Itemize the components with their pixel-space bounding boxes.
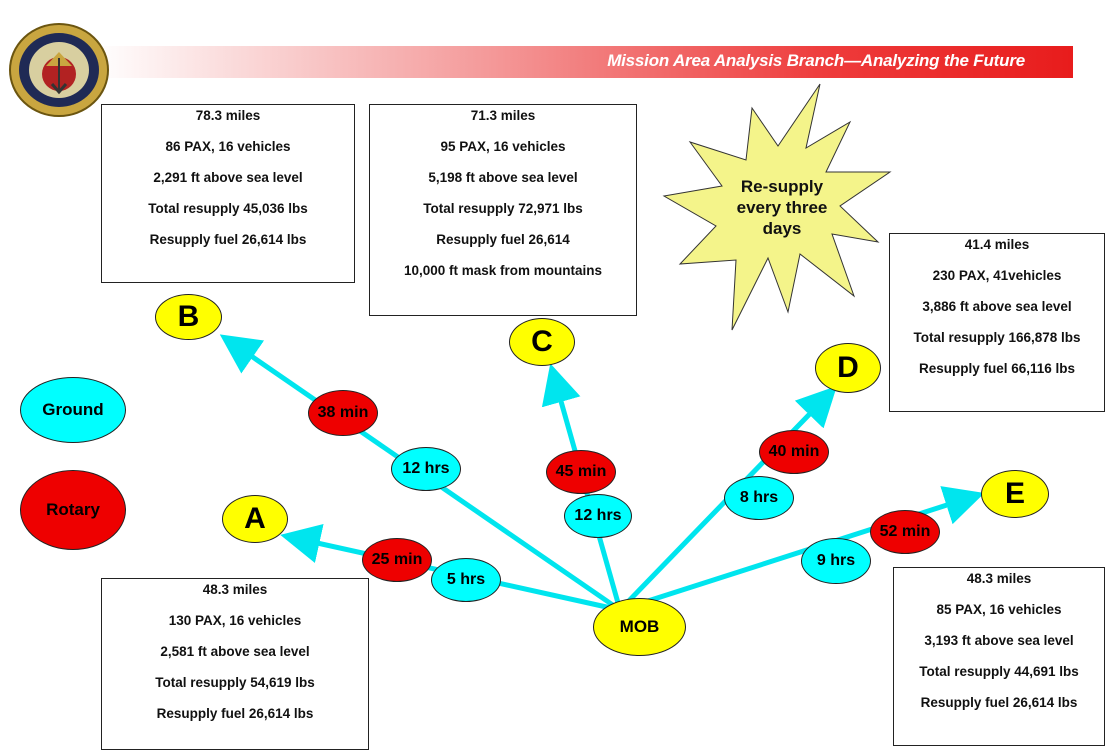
rotary-time-c: 45 min xyxy=(546,450,616,494)
rotary-time-a: 25 min xyxy=(362,538,432,582)
site-a-info-box: 48.3 miles 130 PAX, 16 vehicles 2,581 ft… xyxy=(101,578,369,750)
usmc-seal-logo xyxy=(9,23,109,117)
resupply-starburst xyxy=(662,83,892,331)
legend-rotary: Rotary xyxy=(20,470,126,550)
site-node-d[interactable]: D xyxy=(815,343,881,393)
ground-time-b: 12 hrs xyxy=(391,447,461,491)
site-node-c[interactable]: C xyxy=(509,318,575,366)
header-banner: Mission Area Analysis Branch—Analyzing t… xyxy=(95,46,1073,78)
site-c-info-box: 71.3 miles 95 PAX, 16 vehicles 5,198 ft … xyxy=(369,104,637,316)
site-e-info-box: 48.3 miles 85 PAX, 16 vehicles 3,193 ft … xyxy=(893,567,1105,746)
banner-title: Mission Area Analysis Branch—Analyzing t… xyxy=(607,51,1025,70)
site-node-a[interactable]: A xyxy=(222,495,288,543)
ground-time-c: 12 hrs xyxy=(564,494,632,538)
site-node-e[interactable]: E xyxy=(981,470,1049,518)
ground-time-a: 5 hrs xyxy=(431,558,501,602)
site-node-b[interactable]: B xyxy=(155,294,222,340)
site-b-info-box: 78.3 miles 86 PAX, 16 vehicles 2,291 ft … xyxy=(101,104,355,283)
site-d-info-box: 41.4 miles 230 PAX, 41vehicles 3,886 ft … xyxy=(889,233,1105,412)
hub-node-mob[interactable]: MOB xyxy=(593,598,686,656)
rotary-time-d: 40 min xyxy=(759,430,829,474)
rotary-time-e: 52 min xyxy=(870,510,940,554)
ground-time-d: 8 hrs xyxy=(724,476,794,520)
rotary-time-b: 38 min xyxy=(308,390,378,436)
legend-ground: Ground xyxy=(20,377,126,443)
resupply-callout: Re-supply every three days xyxy=(736,177,828,238)
ground-time-e: 9 hrs xyxy=(801,538,871,584)
